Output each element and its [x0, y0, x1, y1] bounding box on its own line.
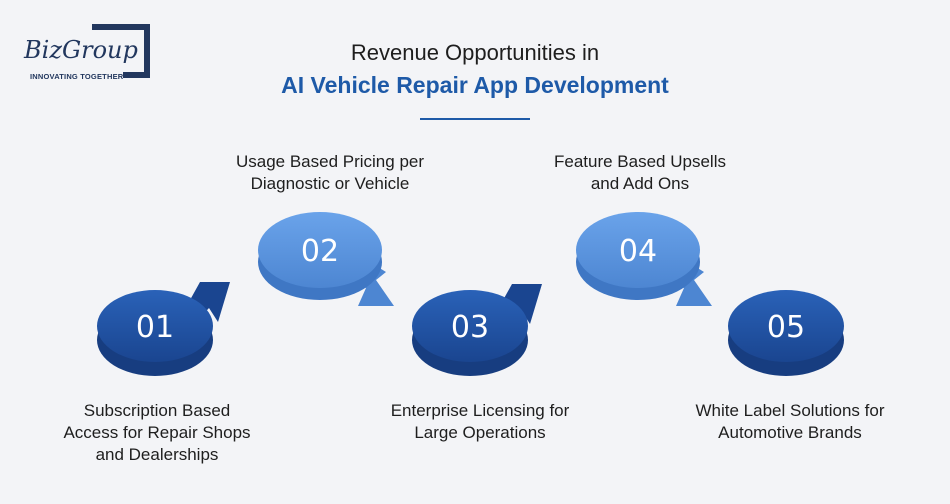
step-03-disc: [412, 284, 542, 376]
step-02-caption: Usage Based Pricing per Diagnostic or Ve…: [235, 152, 425, 193]
step-02-number: 02: [301, 234, 339, 269]
page-title-line1: Revenue Opportunities in: [350, 40, 600, 65]
step-01-number: 01: [136, 310, 174, 345]
step-02-disc: [258, 212, 394, 306]
step-04-disc: [576, 212, 712, 306]
step-05-number: 05: [767, 310, 805, 345]
logo-tagline: INNOVATING TOGETHER: [30, 72, 124, 81]
step-05-caption: White Label Solutions for Automotive Bra…: [695, 401, 885, 442]
step-03-number: 03: [451, 310, 489, 345]
step-01-caption: Subscription Based Access for Repair Sho…: [63, 401, 251, 464]
page-title-line2: AI Vehicle Repair App Development: [281, 72, 669, 98]
step-04-number: 04: [619, 234, 657, 269]
logo-name: BizGroup: [24, 36, 142, 64]
title-underline: [420, 118, 530, 120]
step-03-caption: Enterprise Licensing for Large Operation…: [390, 401, 570, 442]
step-04-caption: Feature Based Upsells and Add Ons: [554, 152, 726, 193]
step-01-disc: [97, 282, 230, 376]
bizgroup-logo: BizGroup INNOVATING TOGETHER: [22, 22, 162, 84]
step-05-disc: [728, 290, 844, 376]
